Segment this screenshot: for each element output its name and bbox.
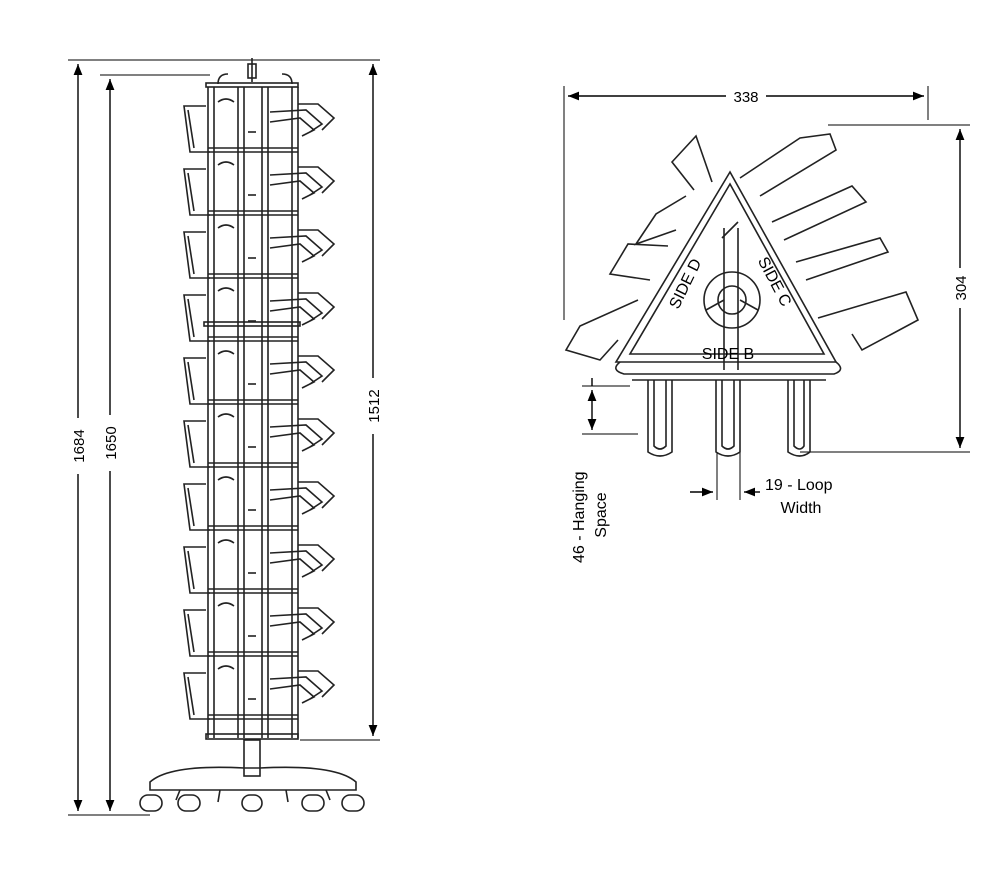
side-d-hangers	[564, 134, 713, 361]
shelf-row	[183, 350, 336, 405]
shelf-row	[183, 476, 336, 531]
front-view: 1684 1650 1512	[66, 58, 385, 816]
side-b-label: SIDE B	[702, 346, 754, 363]
dimension-label-1684: 1684	[71, 429, 88, 462]
top-view: 338 304 46 - Hanging Space	[563, 86, 972, 563]
shelf-row	[183, 161, 336, 216]
caster-wheel	[139, 794, 365, 812]
dimension-loop-width: 19 - Loop Width	[690, 452, 837, 517]
dimension-label-304: 304	[953, 275, 970, 300]
dimension-hanging-space: 46 - Hanging Space	[571, 378, 638, 563]
shelf-row	[183, 602, 336, 657]
rack-shelf-rows	[183, 98, 336, 720]
dimension-depth: 304	[800, 124, 972, 453]
dimension-label-1650: 1650	[103, 426, 120, 459]
dimension-frame-height: 1650	[98, 74, 210, 811]
shelf-row	[183, 287, 336, 342]
shelf-row	[183, 224, 336, 279]
triangular-base: SIDE D SIDE C SIDE B	[614, 170, 842, 381]
dimension-rack-height: 1512	[300, 64, 385, 741]
side-b-loops	[647, 380, 811, 457]
rack-frame	[203, 82, 301, 740]
hanging-space-label: 46 - Hanging Space	[571, 467, 610, 563]
dimension-overall-height: 1684	[66, 59, 380, 816]
dimension-width: 338	[563, 86, 929, 320]
rack-base	[139, 739, 365, 812]
shelf-row	[183, 665, 336, 720]
shelf-row	[183, 413, 336, 468]
shelf-row	[183, 98, 336, 153]
loop-width-label: 19 - Loop Width	[765, 477, 837, 517]
dimension-label-338: 338	[733, 89, 758, 106]
dimension-label-1512: 1512	[366, 389, 383, 422]
shelf-row	[183, 539, 336, 594]
side-d-label: SIDE D	[667, 256, 706, 311]
side-c-hangers	[739, 133, 920, 352]
rack-top-finial	[217, 58, 293, 85]
